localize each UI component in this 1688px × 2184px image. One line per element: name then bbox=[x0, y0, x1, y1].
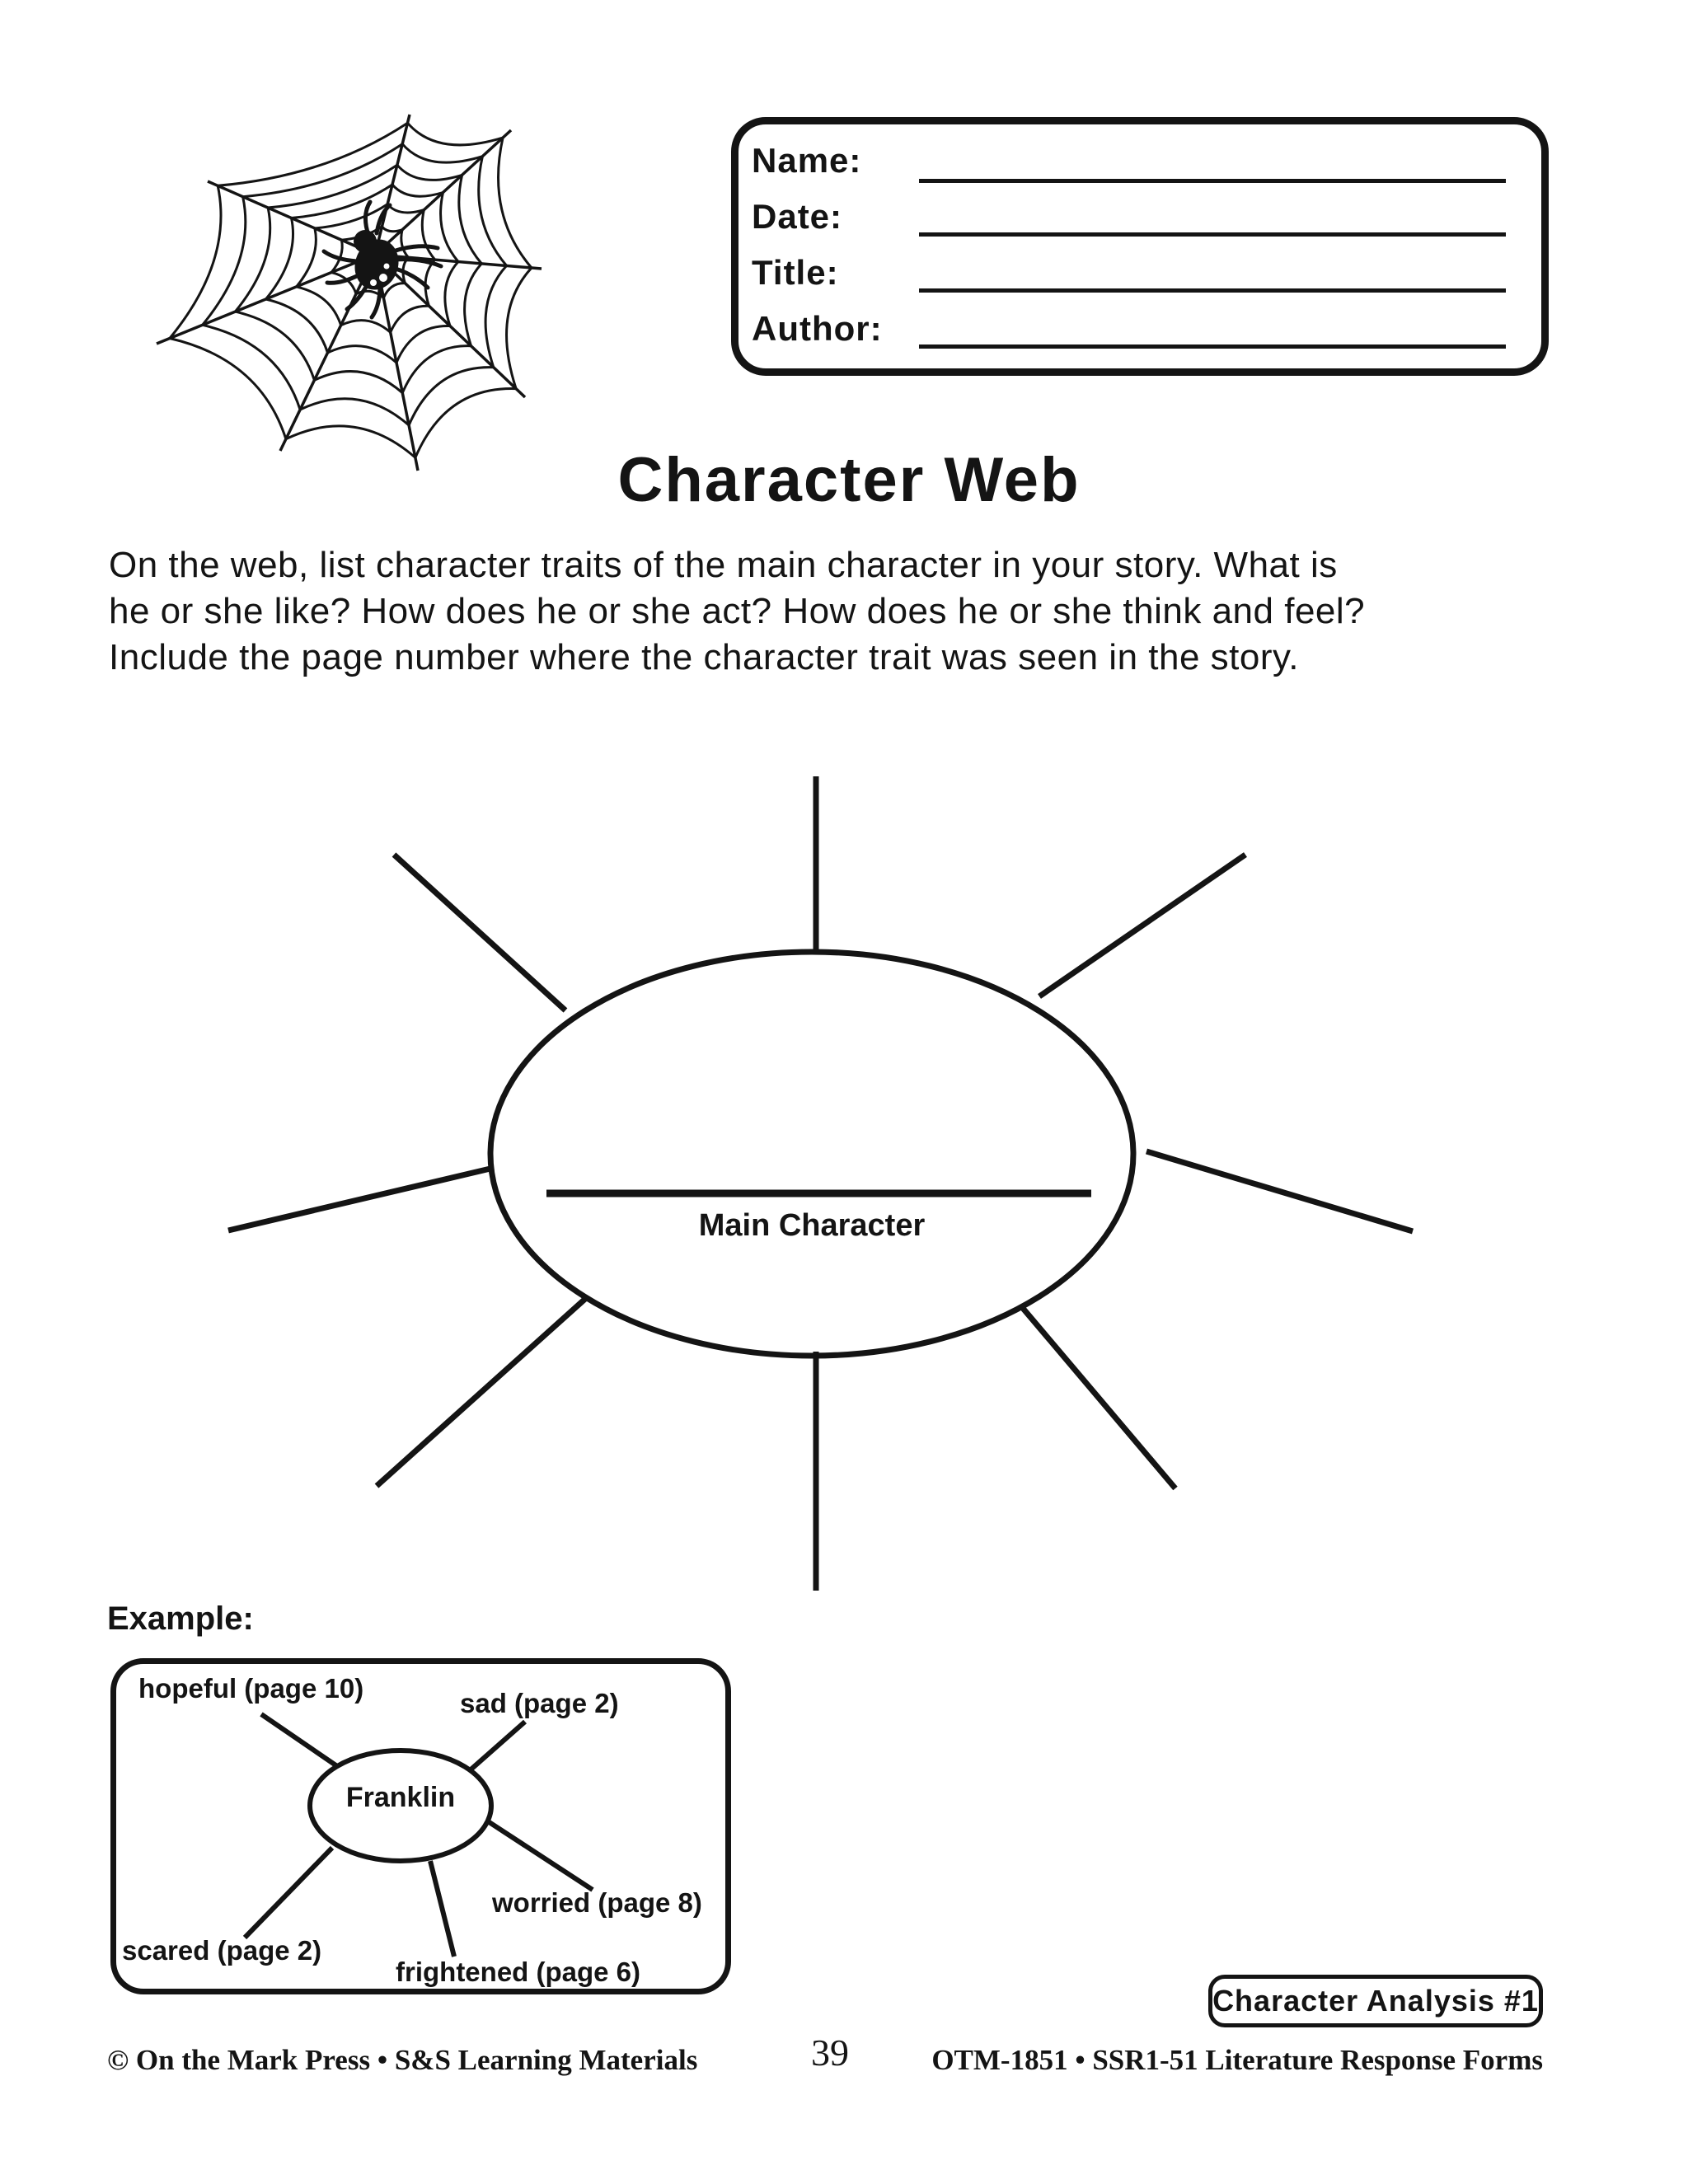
instructions-line-2: he or she like? How does he or she act? … bbox=[109, 591, 1366, 631]
trait-label-scared: scared (page 2) bbox=[122, 1935, 322, 1966]
title-blank-line[interactable] bbox=[919, 288, 1506, 293]
main-character-label: Main Character bbox=[698, 1208, 926, 1243]
main-character-web-diagram bbox=[227, 776, 1414, 1591]
instructions-line-3: Include the page number where the charac… bbox=[109, 637, 1299, 677]
author-blank-line[interactable] bbox=[919, 344, 1506, 349]
trait-label-frightened: frightened (page 6) bbox=[396, 1957, 641, 1987]
spider-web-illustration bbox=[156, 114, 542, 471]
footer-publisher: © On the Mark Press • S&S Learning Mater… bbox=[107, 2044, 698, 2076]
example-heading: Example: bbox=[107, 1601, 254, 1637]
name-label: Name: bbox=[752, 141, 862, 180]
title-label: Title: bbox=[752, 253, 839, 292]
badge-label: Character Analysis #1 bbox=[1212, 1984, 1539, 2018]
author-label: Author: bbox=[752, 309, 883, 348]
trait-label-sad: sad (page 2) bbox=[460, 1688, 619, 1718]
date-label: Date: bbox=[752, 197, 843, 236]
page-title: Character Web bbox=[617, 444, 1081, 515]
student-info-box: Name: Date: Title: Author: bbox=[731, 117, 1549, 376]
trait-label-worried: worried (page 8) bbox=[492, 1887, 702, 1918]
footer-product-code: OTM-1851 • SSR1-51 Literature Response F… bbox=[931, 2044, 1543, 2076]
character-analysis-badge: Character Analysis #1 bbox=[1208, 1975, 1543, 2027]
example-web-diagram bbox=[242, 1712, 594, 1957]
trait-label-hopeful: hopeful (page 10) bbox=[138, 1673, 364, 1704]
instructions-line-1: On the web, list character traits of the… bbox=[109, 545, 1338, 585]
spider-icon bbox=[321, 199, 443, 320]
example-box bbox=[110, 1658, 731, 1994]
footer-page-number: 39 bbox=[811, 2032, 849, 2074]
date-blank-line[interactable] bbox=[919, 232, 1506, 237]
name-blank-line[interactable] bbox=[919, 179, 1506, 183]
example-character-label: Franklin bbox=[345, 1782, 456, 1813]
